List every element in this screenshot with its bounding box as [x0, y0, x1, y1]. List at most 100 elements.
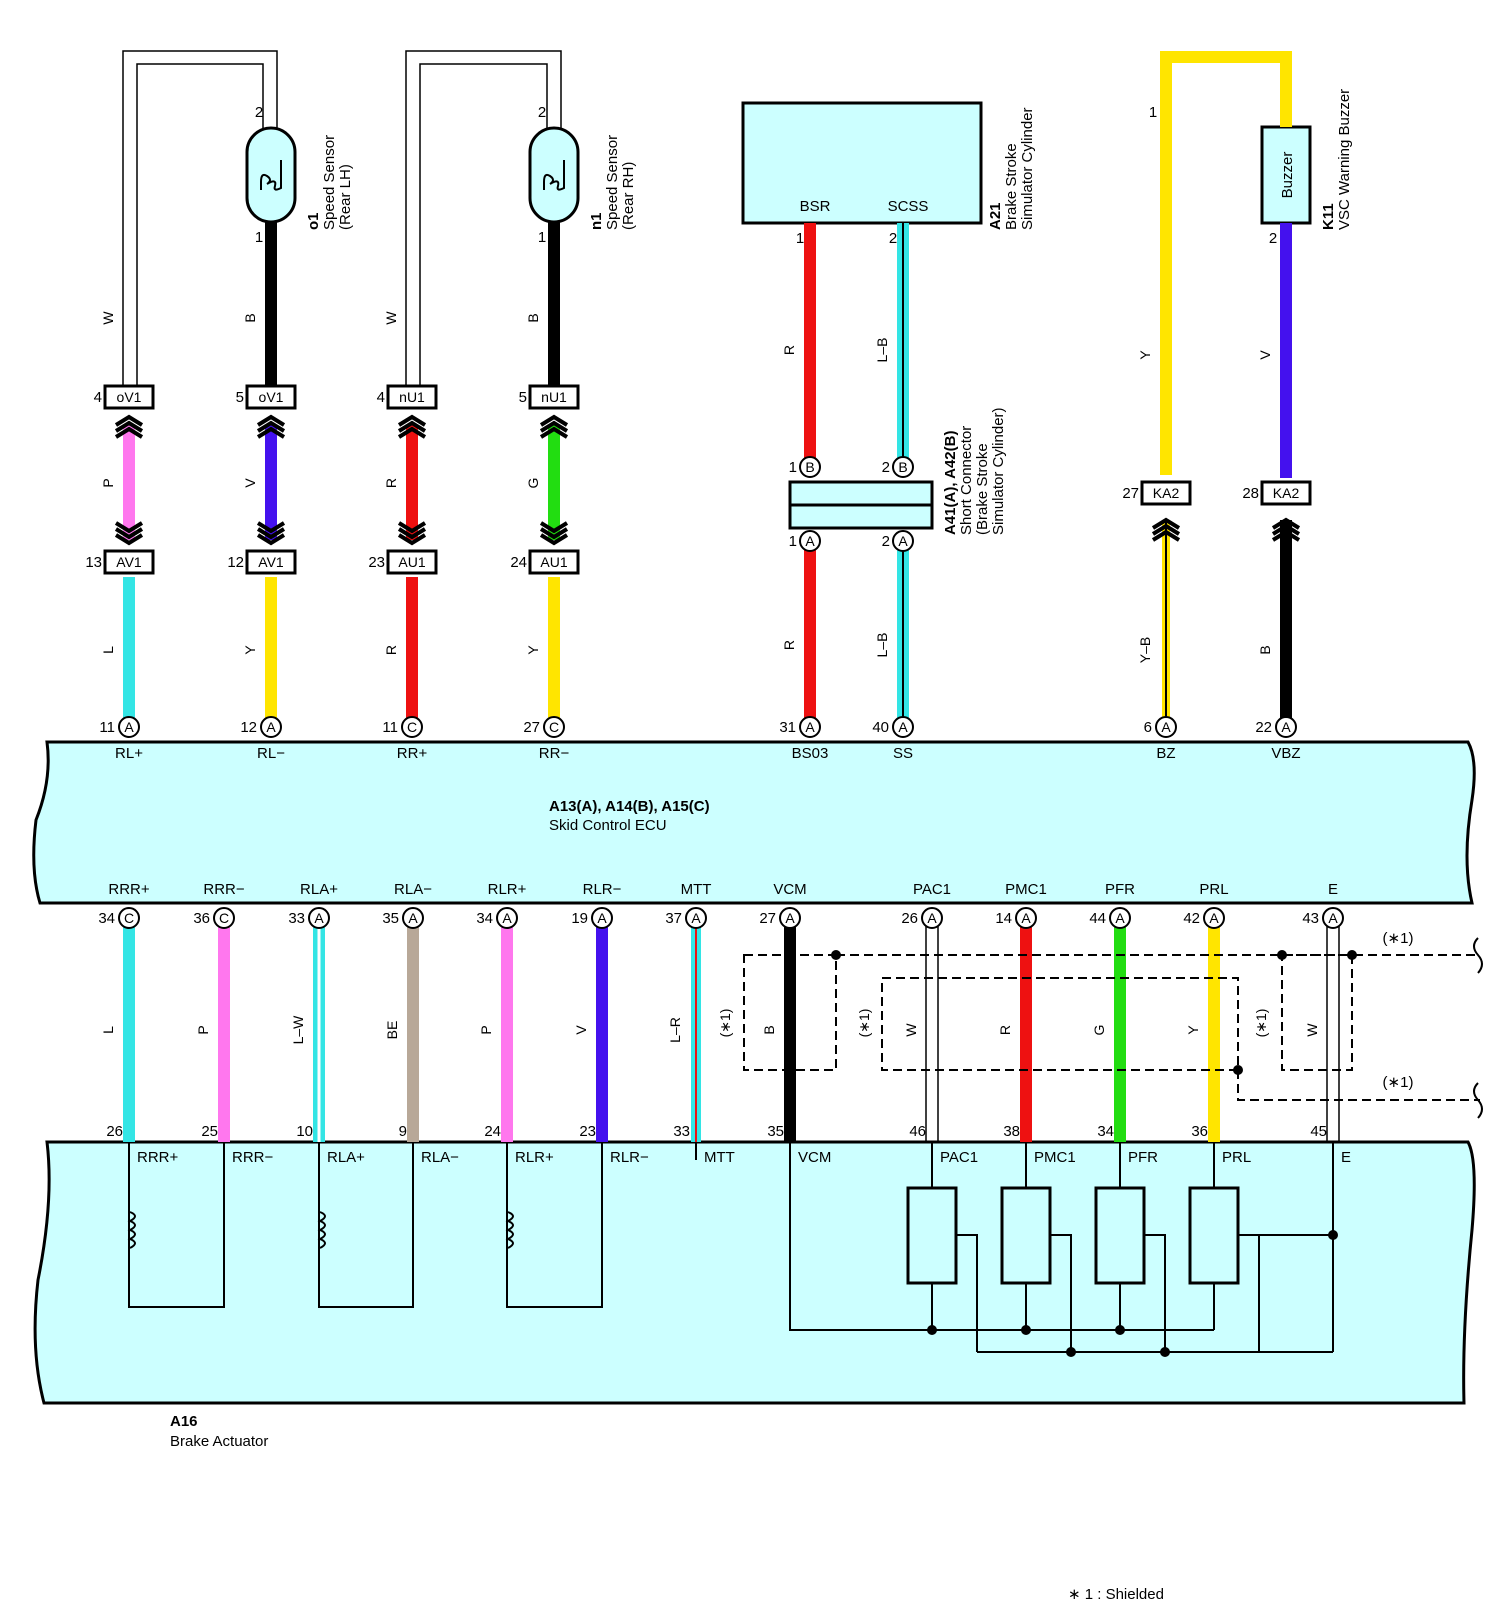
- shield-node-3: [1233, 1065, 1243, 1075]
- bottom-circuit-rlaminus-ecu-pin-circle: [402, 907, 424, 929]
- stroke-circuit-ss-a42-pin-circle: [892, 456, 914, 478]
- buzzer-circuit-vbz-junction-pin: 28: [1242, 485, 1259, 502]
- solenoid-coil-icon-1: [317, 1211, 326, 1249]
- top-circuit-rrplus-upper-chevron: [397, 414, 427, 439]
- top-circuit-rrminus-upper-pin: 5: [519, 389, 527, 406]
- bottom-circuit-rrrminus-act-signal: RRR−: [232, 1149, 273, 1166]
- bottom-circuit-mtt-ecu-pin-letter: A: [691, 910, 701, 926]
- ecu-name: Skid Control ECU: [549, 817, 667, 834]
- top-circuit-rrminus-junction-label: AU1: [540, 554, 567, 570]
- bottom-circuit-rlrminus-wire-label: V: [573, 1025, 589, 1035]
- bottom-circuit-e-ecu-pin-letter: A: [1328, 910, 1338, 926]
- skid-control-ecu-box: [32, 740, 1476, 905]
- bottom-circuit-pmc1-ecu-pin-number: 14: [995, 910, 1012, 927]
- bottom-circuit-prl-wire-label: Y: [1185, 1025, 1201, 1035]
- bottom-circuit-rlaminus-ecu-pin-letter: A: [408, 910, 418, 926]
- top-circuit-rlplus-ecu-pin-letter: A: [124, 719, 134, 735]
- bottom-circuit-pmc1-wire-label: R: [997, 1025, 1013, 1035]
- bottom-circuit-rlrminus-act-pin: 23: [579, 1123, 596, 1140]
- top-circuit-rlplus-junction-box: [103, 549, 155, 575]
- solenoid-loop-0: [128, 1142, 225, 1308]
- top-circuit-rrminus-signal: RR−: [539, 745, 570, 762]
- break-mark-top: [1473, 937, 1483, 974]
- top-circuit-rlminus-junction-pin: 12: [227, 554, 244, 571]
- top-circuit-rlplus-upper-wire-label: W: [100, 311, 116, 325]
- shield-pressure: [881, 977, 1239, 1071]
- o1-speed-sensor-body: [245, 126, 297, 224]
- vcm-node-2: [1115, 1325, 1125, 1335]
- bottom-circuit-pfr-wire-label: G: [1091, 1025, 1107, 1036]
- buzzer-circuit-vbz-junction-label: KA2: [1273, 485, 1300, 501]
- bottom-circuit-rlaminus-act-signal: RLA−: [421, 1149, 459, 1166]
- bottom-circuit-pmc1-act-pin: 38: [1003, 1123, 1020, 1140]
- top-circuit-rlminus-lower-wire-label: Y: [242, 645, 258, 655]
- top-circuit-rrplus-upper-conn-box: [386, 384, 438, 410]
- buzzer-circuit-bz-ecu-pin-circle: [1155, 716, 1177, 738]
- n1-id: n1: [588, 212, 605, 230]
- top-circuit-rlplus-junction-pin: 13: [85, 554, 102, 571]
- top-circuit-rrplus-upper-wire-label: W: [383, 311, 399, 325]
- buzzer-circuit-bz-junction-pin: 27: [1122, 485, 1139, 502]
- top-circuit-rrplus-lower-wire-label: R: [383, 645, 399, 655]
- top-circuit-rrminus-upper-conn-label: nU1: [541, 389, 567, 405]
- top-circuit-rlplus-lower-wire-label: L: [100, 646, 116, 654]
- bottom-circuit-mtt-ecu-pin-number: 37: [665, 910, 682, 927]
- bottom-circuit-rrrplus-act-pin: 26: [106, 1123, 123, 1140]
- top-circuit-rrminus-upper-chevron: [539, 414, 569, 439]
- bottom-circuit-pac1-ecu-pin-circle: [921, 907, 943, 929]
- top-circuit-rlminus-signal: RL−: [257, 745, 285, 762]
- pressure-sensor-gnd-2: [1144, 1234, 1166, 1352]
- stroke-circuit-bs03-a41-pin-circle: [799, 530, 821, 552]
- bottom-circuit-vcm-ecu-pin-letter: A: [785, 910, 795, 926]
- e-node-0: [1066, 1347, 1076, 1357]
- bottom-circuit-prl-ecu-pin-circle: [1203, 907, 1225, 929]
- bottom-circuit-mtt-wire-label: L–R: [667, 1017, 683, 1043]
- stroke-circuit-ss-ecu-pin-number: 40: [872, 719, 889, 736]
- buzzer-circuit-bz-ecu-pin-letter: A: [1161, 719, 1171, 735]
- bottom-circuit-rlaplus-ecu-pin-number: 33: [288, 910, 305, 927]
- pressure-sensor-1: [1000, 1186, 1052, 1285]
- bottom-circuit-pfr-ecu-pin-number: 44: [1089, 910, 1106, 927]
- a41-name2: (Brake Stroke: [974, 443, 991, 535]
- top-circuit-rlminus-upper-wire-label: B: [242, 313, 258, 322]
- buzzer-circuit-bz-lower-wire-label: Y–B: [1137, 637, 1153, 663]
- solenoid-loop-1: [318, 1142, 414, 1308]
- bottom-circuit-pac1-act-pin: 46: [909, 1123, 926, 1140]
- bottom-circuit-pfr-act-signal: PFR: [1128, 1149, 1158, 1166]
- bottom-circuit-rlrminus-ecu-signal: RLR−: [583, 881, 622, 898]
- stroke-circuit-bs03-a41-pin-letter: A: [805, 533, 815, 549]
- a41-id: A41(A), A42(B): [942, 431, 959, 535]
- sensor-w-loop-1: [136, 63, 264, 385]
- top-circuit-rlminus-mid-wire-label: V: [242, 478, 258, 488]
- top-circuit-rrplus-mid-wire-label: R: [383, 478, 399, 488]
- top-circuit-rrminus-lower-wire-label: Y: [525, 645, 541, 655]
- k11-id: K11: [1320, 203, 1337, 230]
- bottom-circuit-pmc1-ecu-pin-circle: [1015, 907, 1037, 929]
- bottom-circuit-rrrplus-ecu-pin-letter: C: [124, 910, 134, 926]
- pressure-sensor-2: [1094, 1186, 1146, 1285]
- buzzer-circuit-vbz-ecu-pin-circle: [1275, 716, 1297, 738]
- bottom-circuit-rrrminus-ecu-pin-letter: C: [219, 910, 229, 926]
- bottom-circuit-e-act-pin: 45: [1310, 1123, 1327, 1140]
- bottom-circuit-prl-ecu-pin-number: 42: [1183, 910, 1200, 927]
- top-circuit-rrplus-upper-pin: 4: [377, 389, 385, 406]
- shield-label-e: (∗1): [1253, 1009, 1269, 1038]
- shield-node-2: [1347, 950, 1357, 960]
- top-circuit-rrplus-junction-chevron: [397, 521, 427, 546]
- buzzer-circuit-bz-junction-box: [1140, 480, 1192, 506]
- bottom-circuit-pac1-act-signal: PAC1: [940, 1149, 978, 1166]
- shield-node-1: [1277, 950, 1287, 960]
- stroke-circuit-bs03-a42-pin-circle: [799, 456, 821, 478]
- a21-name2: Simulator Cylinder: [1019, 107, 1036, 230]
- top-circuit-rlminus-ecu-pin-letter: A: [266, 719, 276, 735]
- top-circuit-rlplus-ecu-pin-circle: [118, 716, 140, 738]
- shield-drain-bottom: [1237, 1070, 1480, 1101]
- stroke-circuit-bs03-a21-pin-number: 1: [796, 230, 804, 247]
- a16-id: A16: [170, 1413, 198, 1430]
- top-circuit-rlplus-upper-pin: 4: [94, 389, 102, 406]
- stroke-circuit-bs03-a42-pin-letter: B: [805, 459, 814, 475]
- e-node-1: [1160, 1347, 1170, 1357]
- top-circuit-rrminus-ecu-pin-number: 27: [523, 719, 540, 736]
- shield-e: [1281, 954, 1353, 1071]
- top-circuit-rlplus-upper-conn-box: [103, 384, 155, 410]
